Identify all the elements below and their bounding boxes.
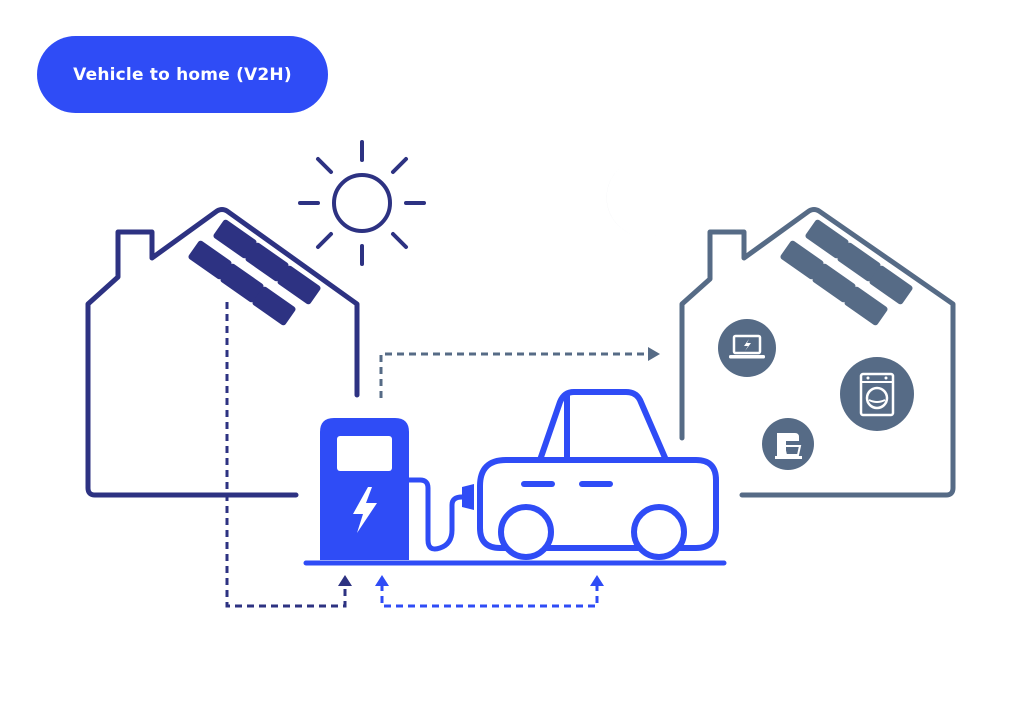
charging-station-icon	[320, 418, 409, 560]
laptop-icon	[718, 319, 776, 377]
charging-plug	[462, 484, 474, 510]
charger-to-home-arrow	[379, 347, 660, 398]
night-solar-panel	[780, 219, 913, 326]
day-house	[85, 207, 360, 498]
moon-icon	[606, 163, 665, 237]
title-badge: Vehicle to home (V2H)	[37, 36, 328, 113]
lightning-bolt-icon	[353, 487, 377, 533]
electric-car-icon	[477, 389, 719, 551]
washing-machine-icon	[840, 357, 914, 431]
charger-car-flow-arrow	[375, 575, 604, 608]
day-solar-panel	[188, 219, 321, 326]
charging-cable	[406, 477, 465, 552]
solar-to-charger-arrow	[225, 302, 352, 608]
night-house	[679, 207, 956, 498]
stand-mixer-icon	[762, 418, 814, 470]
title-text: Vehicle to home (V2H)	[73, 64, 292, 85]
sun-icon	[298, 140, 426, 266]
car-wheels	[498, 504, 687, 560]
